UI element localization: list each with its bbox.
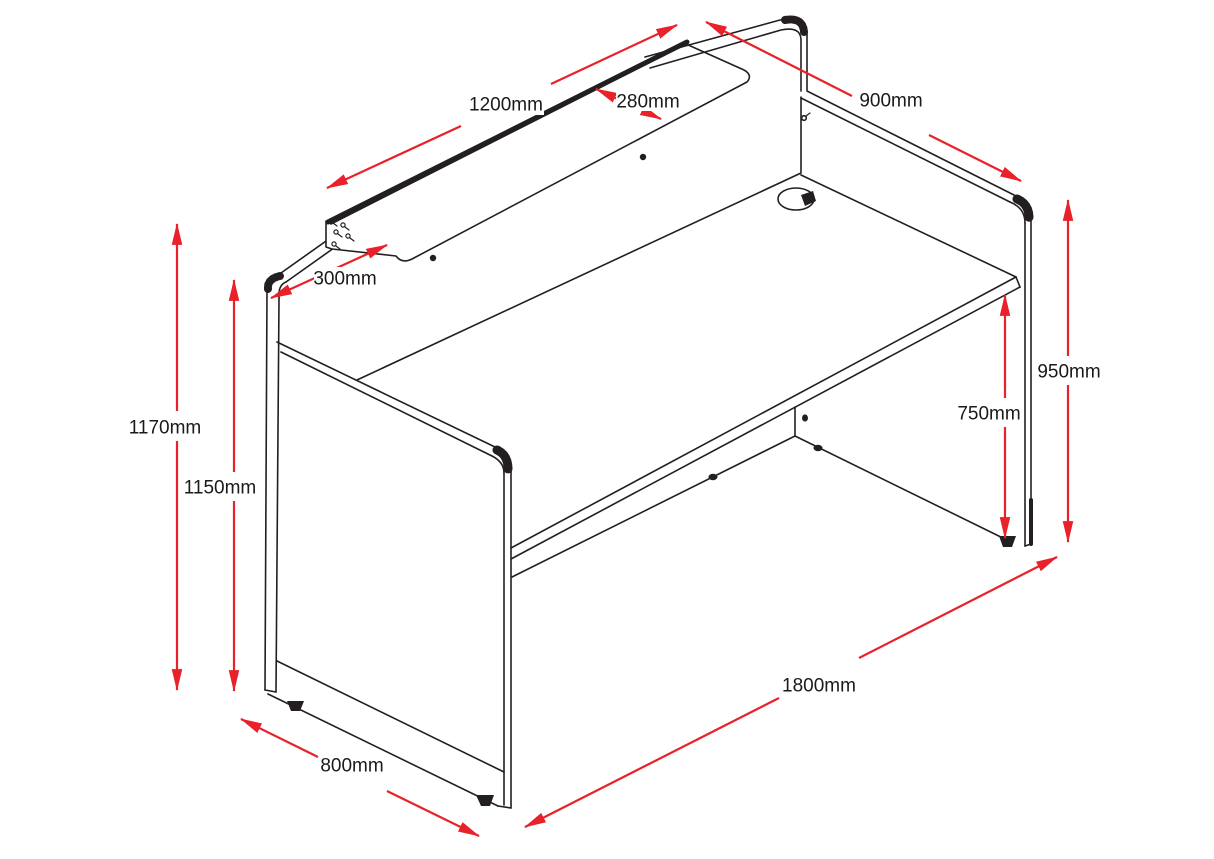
dim-label-overall-height: 1170mm (129, 418, 202, 439)
dim-label-shelf-length: 1200mm (469, 95, 543, 116)
dim-line-desk-depth (240, 718, 319, 758)
grommet-cap-notch (801, 191, 816, 206)
dim-label-worktop-height: 750mm (957, 404, 1020, 425)
hatch-corner-screen-top (781, 15, 808, 36)
label-bg (129, 414, 202, 439)
dim-label-front-screen-height: 1150mm (184, 478, 257, 499)
hatch-corner-side-screen (1012, 194, 1034, 223)
dimension-lines (171, 21, 1074, 837)
counter-shelf (325, 39, 751, 262)
left-end-panel (267, 341, 513, 809)
dim-label-desk-depth: 800mm (320, 756, 383, 777)
dim-label-desk-width: 1800mm (782, 676, 856, 697)
screw-hole-dot (639, 153, 647, 161)
screw-hole-dot (429, 254, 437, 262)
desk-line-art (263, 15, 1034, 809)
foot-pad (476, 795, 494, 806)
dim-line-side-screen-depth (705, 21, 853, 97)
dim-label-side-screen-depth: 900mm (859, 91, 922, 112)
dim-line-desk-depth (386, 790, 480, 837)
dimension-labels: 1200mm 280mm 900mm 300mm 1170mm 1150mm 9… (129, 89, 1101, 777)
dim-line-shelf-length (326, 125, 462, 189)
dim-line-desk-width (524, 697, 780, 828)
label-bg (468, 92, 544, 115)
hatch-corner-left-panel (492, 445, 513, 474)
label-bg (782, 672, 857, 697)
label-bg (860, 89, 922, 111)
right-leg-floor-edge (794, 435, 1012, 543)
label-bg (185, 475, 255, 499)
front-screen-left-edge (263, 272, 287, 693)
label-bg (616, 91, 680, 111)
modesty-rail (511, 406, 796, 578)
dim-label-side-screen-height: 950mm (1037, 362, 1100, 383)
dim-line-side-screen-depth (928, 134, 1022, 182)
dim-label-shelf-depth: 280mm (616, 92, 679, 113)
dim-line-desk-width (858, 556, 1058, 659)
dim-label-shelf-overhang: 300mm (313, 269, 376, 290)
fixing-dot (802, 414, 808, 422)
dim-line-shelf-length (550, 24, 678, 85)
front-screen-top-edge-right (644, 15, 808, 173)
label-bg (958, 401, 1020, 425)
fixing-dot (708, 473, 718, 481)
fixing-dot (813, 444, 823, 452)
foot-pad (999, 536, 1016, 547)
label-bg (314, 267, 377, 288)
foot-pad (287, 701, 304, 711)
hatch-corner-front-screen (263, 272, 284, 293)
label-bg (1040, 359, 1099, 383)
shelf-back-edge-thick (325, 39, 690, 225)
worktop (356, 172, 1021, 560)
right-side-screen (800, 90, 1034, 547)
label-bg (320, 753, 385, 777)
